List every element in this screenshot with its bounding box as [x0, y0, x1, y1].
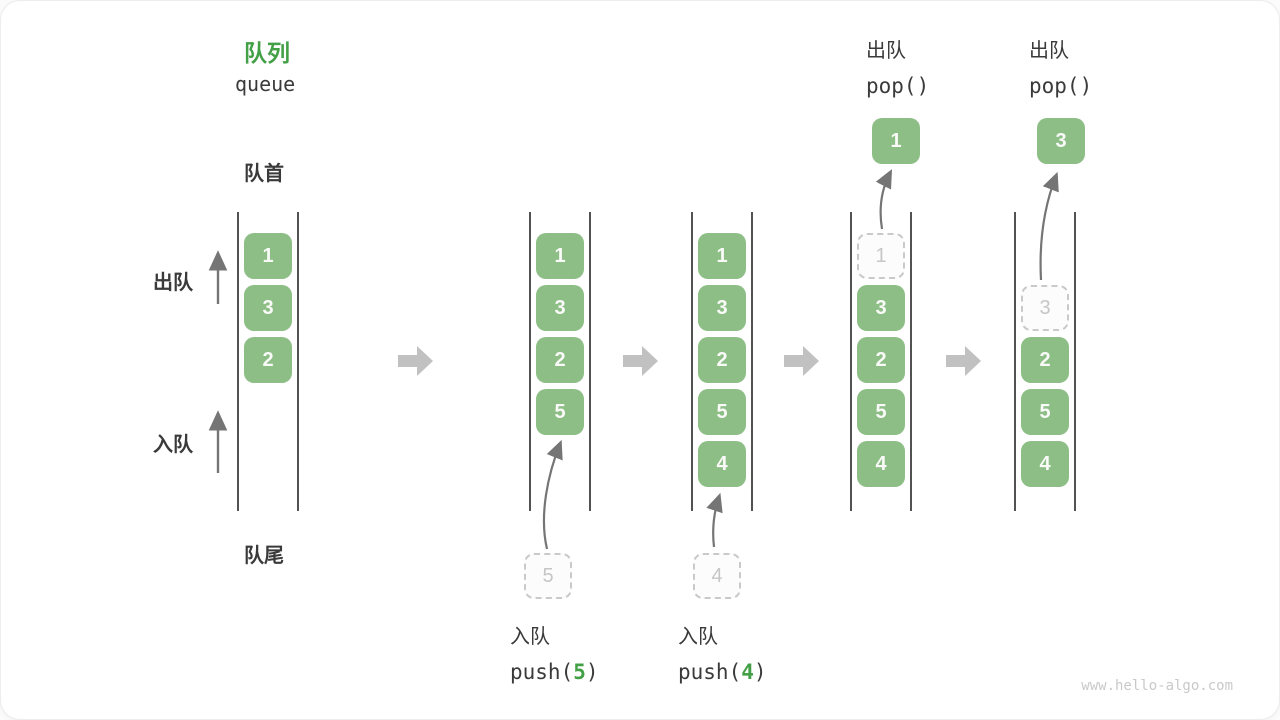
state-transition-arrow-3-icon [784, 346, 819, 376]
queue-cell: 3 [857, 285, 905, 331]
queue-column-2: 1 3 2 5 [529, 212, 591, 511]
queue-cell: 3 [244, 285, 292, 331]
state-transition-arrow-2-icon [623, 346, 658, 376]
ghost-cell: 1 [857, 233, 905, 279]
push4-code: push(4) [678, 655, 767, 690]
queue-cell: 5 [698, 389, 746, 435]
queue-cell: 2 [1021, 337, 1069, 383]
state-transition-arrow-1-icon [398, 346, 433, 376]
queue-cell: 5 [1021, 389, 1069, 435]
pop1-label: 出队 [866, 40, 906, 62]
push5-code: push(5) [510, 655, 599, 690]
diagram-title-en: queue [235, 72, 296, 96]
queue-cell: 5 [536, 389, 584, 435]
push5-arg: 5 [573, 660, 586, 684]
watermark: www.hello-algo.com [1081, 678, 1233, 694]
incoming-ghost-cell: 4 [693, 553, 741, 599]
push4-operation: 入队 push(4) [678, 620, 767, 690]
state-transition-arrow-4-icon [946, 346, 981, 376]
queue-column-5: 3 2 5 4 [1014, 212, 1076, 511]
diagram-title-zh: 队列 [244, 40, 290, 66]
queue-column-4: 1 3 2 5 4 [850, 212, 912, 511]
pop2-code: pop() [1029, 74, 1093, 98]
queue-column-3: 1 3 2 5 4 [691, 212, 753, 511]
queue-cell: 2 [536, 337, 584, 383]
queue-cell: 4 [857, 441, 905, 487]
pop1-code: pop() [866, 74, 930, 98]
queue-cell: 4 [1021, 441, 1069, 487]
push5-label: 入队 [510, 626, 550, 648]
popped-cell: 1 [872, 118, 920, 164]
incoming-ghost-cell: 5 [524, 553, 572, 599]
push4-arg: 4 [741, 660, 754, 684]
dequeue-side-label: 出队 [153, 272, 193, 294]
queue-cell: 1 [244, 233, 292, 279]
enqueue-side-label: 入队 [153, 434, 193, 456]
queue-column-1: 1 3 2 [237, 212, 299, 511]
ghost-cell: 3 [1021, 285, 1069, 331]
queue-cell: 4 [698, 441, 746, 487]
queue-cell: 2 [698, 337, 746, 383]
push4-close: ) [753, 660, 767, 684]
popped-cell: 3 [1037, 118, 1085, 164]
pop1-operation: 出队 pop() [866, 34, 929, 104]
queue-cell: 1 [536, 233, 584, 279]
pop2-operation: 出队 pop() [1029, 34, 1092, 104]
queue-cell: 5 [857, 389, 905, 435]
queue-rear-label: 队尾 [244, 545, 284, 567]
queue-cell: 1 [698, 233, 746, 279]
queue-cell: 3 [536, 285, 584, 331]
push5-operation: 入队 push(5) [510, 620, 599, 690]
queue-cell: 3 [698, 285, 746, 331]
queue-cell: 2 [857, 337, 905, 383]
queue-front-label: 队首 [244, 163, 284, 185]
pop2-label: 出队 [1029, 40, 1069, 62]
push5-fn: push( [510, 660, 574, 684]
queue-cell: 2 [244, 337, 292, 383]
push5-close: ) [585, 660, 599, 684]
push4-fn: push( [678, 660, 742, 684]
push4-label: 入队 [678, 626, 718, 648]
